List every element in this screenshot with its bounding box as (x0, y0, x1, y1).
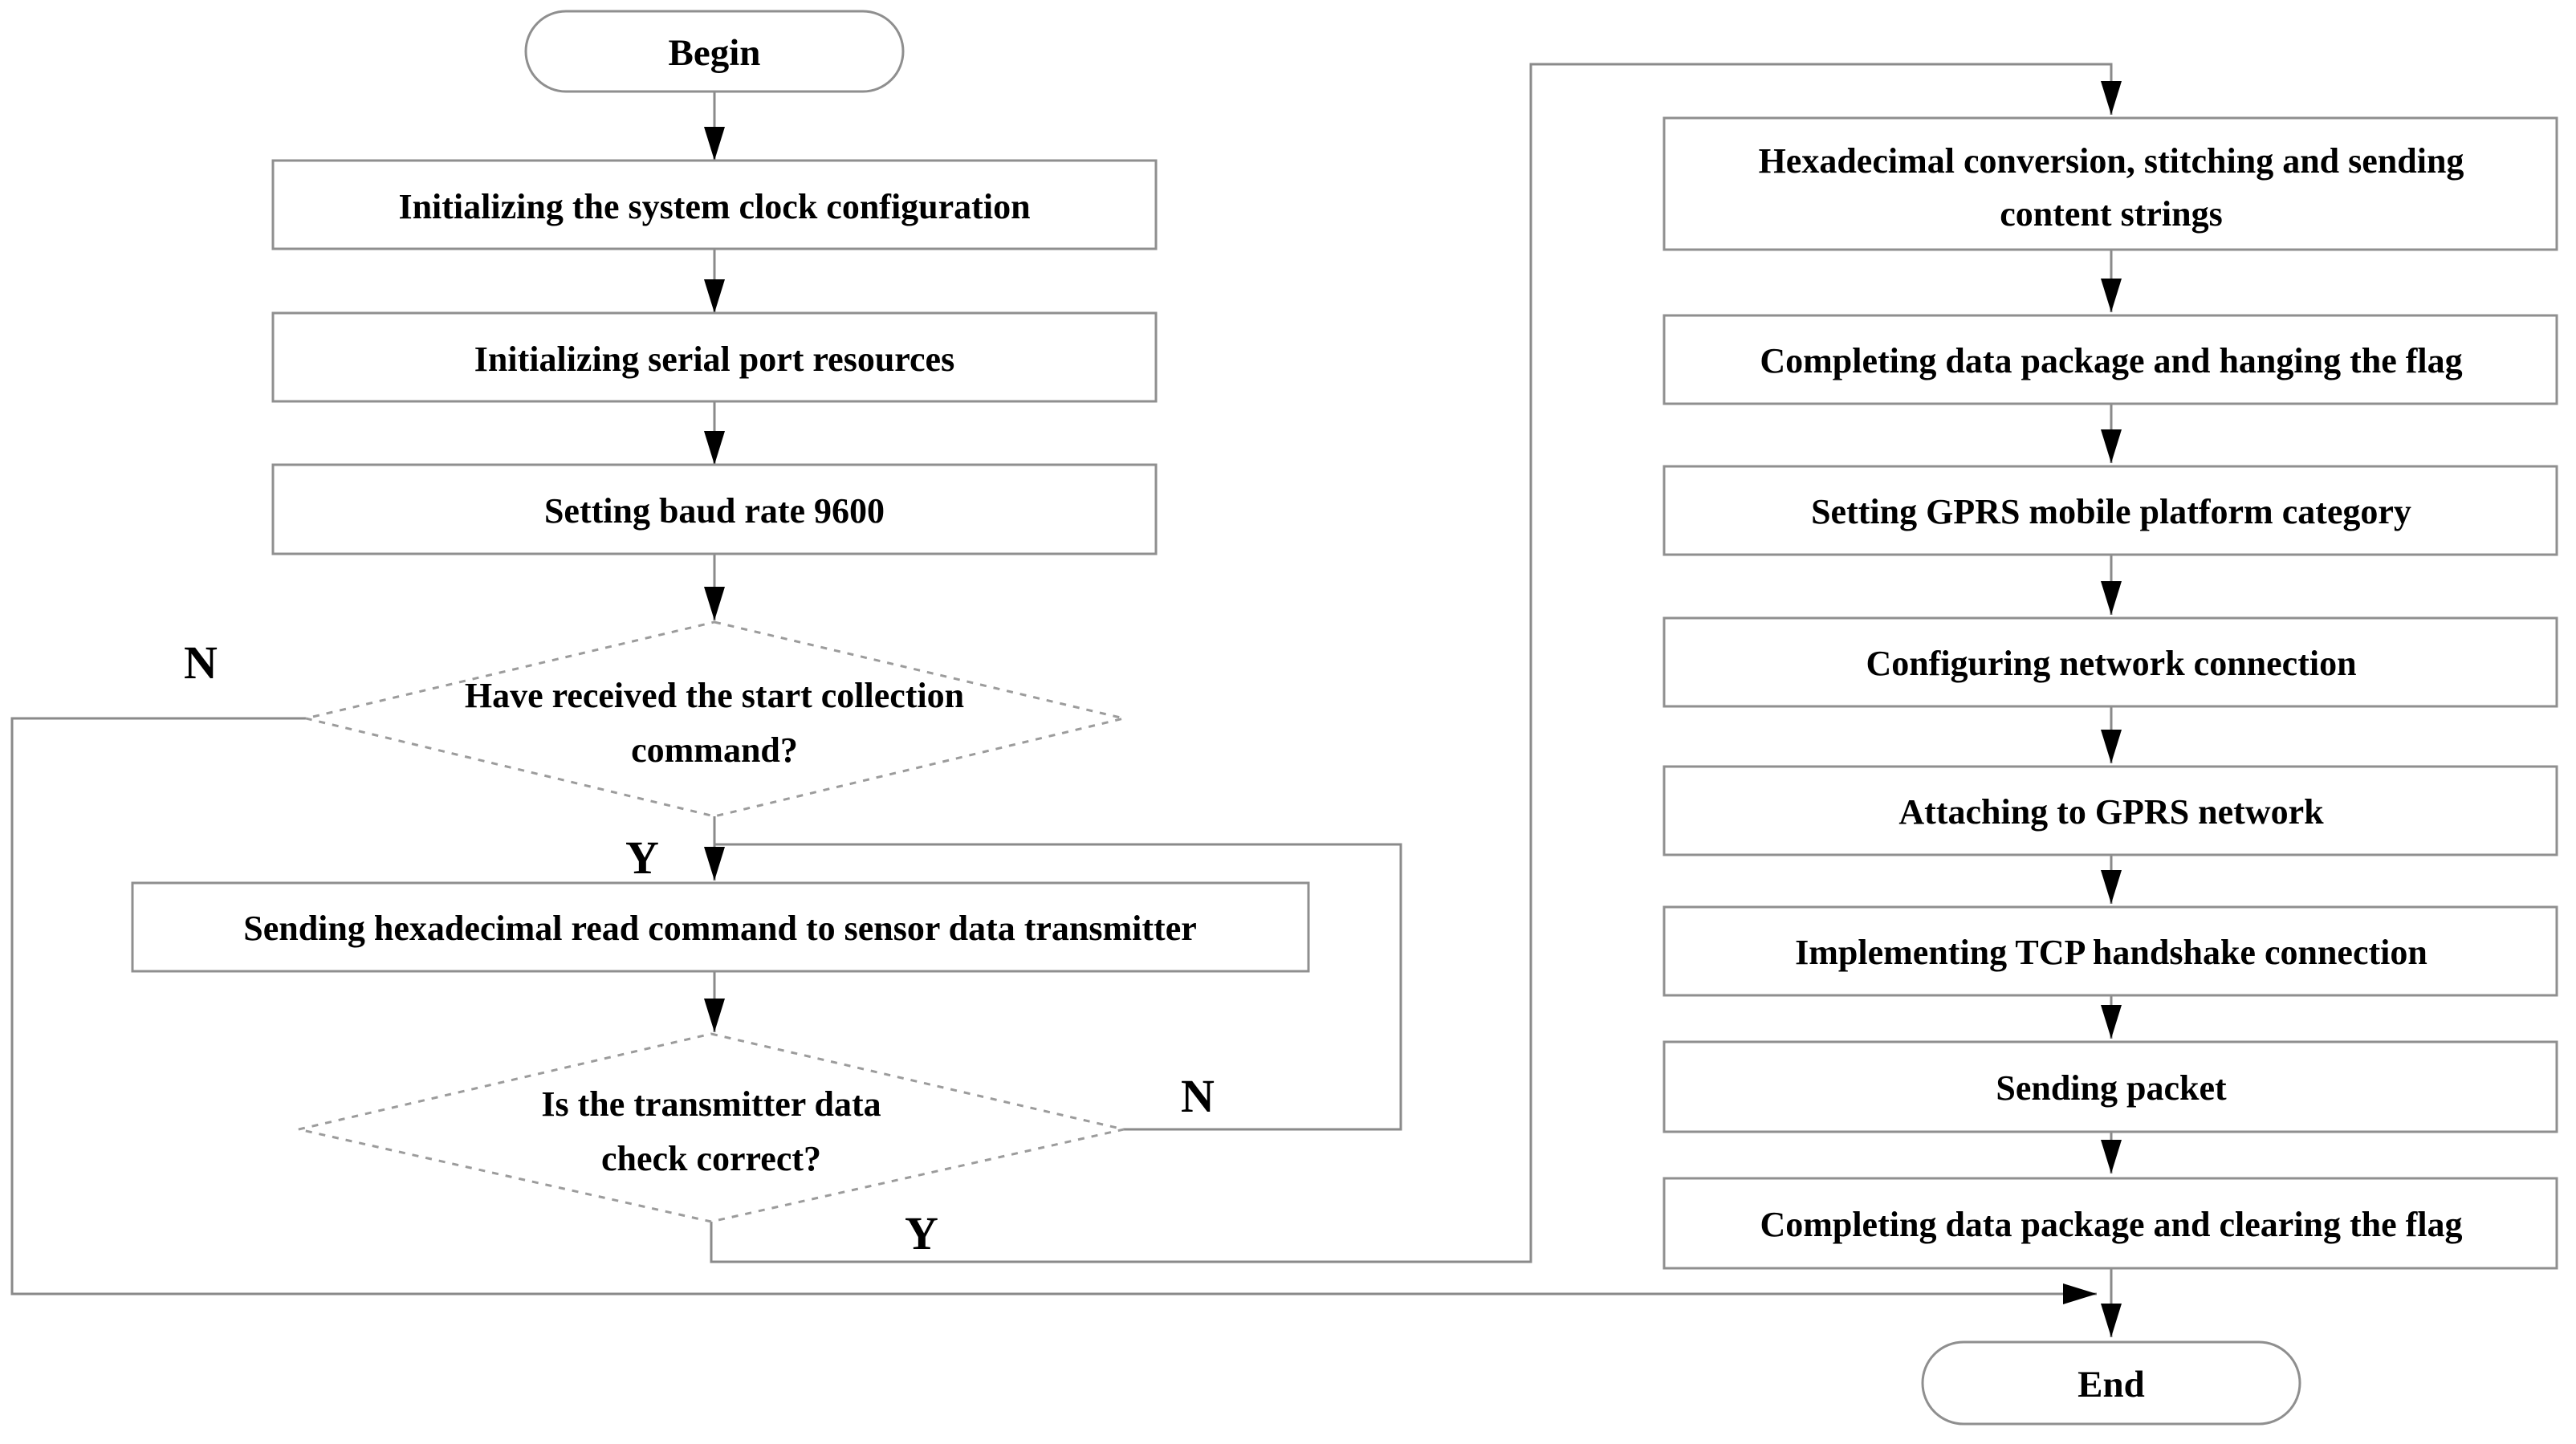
process-init-clock-shape (271, 159, 1158, 250)
process-gprs-cat-shape (1662, 465, 2558, 556)
decision-check-shape (298, 1032, 1125, 1223)
node-send-packet: Sending packet (1662, 1040, 2558, 1133)
process-hex-conv-label-line2: content strings (2000, 194, 2222, 234)
node-init-clock: Initializing the system clock configurat… (271, 159, 1158, 250)
node-begin: Begin (524, 10, 905, 93)
process-send-packet-label: Sending packet (1996, 1068, 2227, 1108)
node-decision-check: Is the transmitter data check correct? (298, 1032, 1125, 1223)
edge-label-decision-start-yes: Y (625, 832, 659, 884)
node-decision-start: Have received the start collection comma… (305, 620, 1125, 818)
process-gprs-attach-shape (1662, 765, 2558, 856)
edge-decision-start-no-loop (10, 717, 2097, 1304)
node-set-baud: Setting baud rate 9600 (271, 463, 1158, 555)
process-tcp-handshake-shape (1662, 905, 2558, 997)
decision-start-label-line2: command? (631, 730, 798, 770)
edge-decision-check-no-loop (714, 843, 1402, 1131)
edge-decision-check-yes-to-hex-conv (710, 63, 2122, 1263)
process-net-conf-shape (1662, 616, 2558, 708)
process-set-baud-shape (271, 463, 1158, 555)
node-pkg-clear: Completing data package and clearing the… (1662, 1177, 2558, 1270)
process-pkg-clear-shape (1662, 1177, 2558, 1270)
node-init-serial: Initializing serial port resources (271, 311, 1158, 403)
node-hex-conv: Hexadecimal conversion, stitching and se… (1662, 116, 2558, 251)
process-gprs-cat-label: Setting GPRS mobile platform category (1811, 492, 2411, 531)
node-gprs-attach: Attaching to GPRS network (1662, 765, 2558, 856)
process-set-baud-label: Setting baud rate 9600 (544, 491, 885, 531)
process-init-serial-label: Initializing serial port resources (474, 340, 954, 379)
terminator-end-shape (1921, 1340, 2301, 1426)
node-pkg-hang: Completing data package and hanging the … (1662, 314, 2558, 405)
process-init-serial-shape (271, 311, 1158, 403)
decision-check-label-line1: Is the transmitter data (541, 1084, 881, 1124)
node-gprs-cat: Setting GPRS mobile platform category (1662, 465, 2558, 556)
process-pkg-hang-label: Completing data package and hanging the … (1760, 341, 2462, 380)
process-net-conf-label: Configuring network connection (1866, 644, 2356, 683)
edge-label-decision-check-yes: Y (905, 1207, 938, 1259)
process-send-hex-label: Sending hexadecimal read command to sens… (243, 909, 1197, 948)
edge-label-decision-start-no: N (184, 637, 218, 689)
terminator-begin-label: Begin (669, 32, 761, 74)
node-send-hex: Sending hexadecimal read command to sens… (131, 881, 1310, 973)
node-end: End (1921, 1340, 2301, 1426)
decision-start-label-line1: Have received the start collection (465, 676, 964, 715)
edge-label-decision-check-no: N (1181, 1070, 1215, 1122)
terminator-begin-shape (524, 10, 905, 93)
process-gprs-attach-label: Attaching to GPRS network (1898, 792, 2324, 832)
node-net-conf: Configuring network connection (1662, 616, 2558, 708)
process-pkg-clear-label: Completing data package and clearing the… (1760, 1205, 2462, 1244)
node-tcp-handshake: Implementing TCP handshake connection (1662, 905, 2558, 997)
process-pkg-hang-shape (1662, 314, 2558, 405)
process-hex-conv-label-line1: Hexadecimal conversion, stitching and se… (1759, 141, 2464, 181)
terminator-end-label: End (2077, 1364, 2145, 1405)
process-send-packet-shape (1662, 1040, 2558, 1133)
process-init-clock-label: Initializing the system clock configurat… (398, 187, 1030, 226)
process-tcp-handshake-label: Implementing TCP handshake connection (1795, 933, 2427, 972)
decision-start-shape (305, 620, 1125, 818)
process-hex-conv-shape (1662, 116, 2558, 251)
process-send-hex-shape (131, 881, 1310, 973)
decision-check-label-line2: check correct? (601, 1139, 821, 1178)
